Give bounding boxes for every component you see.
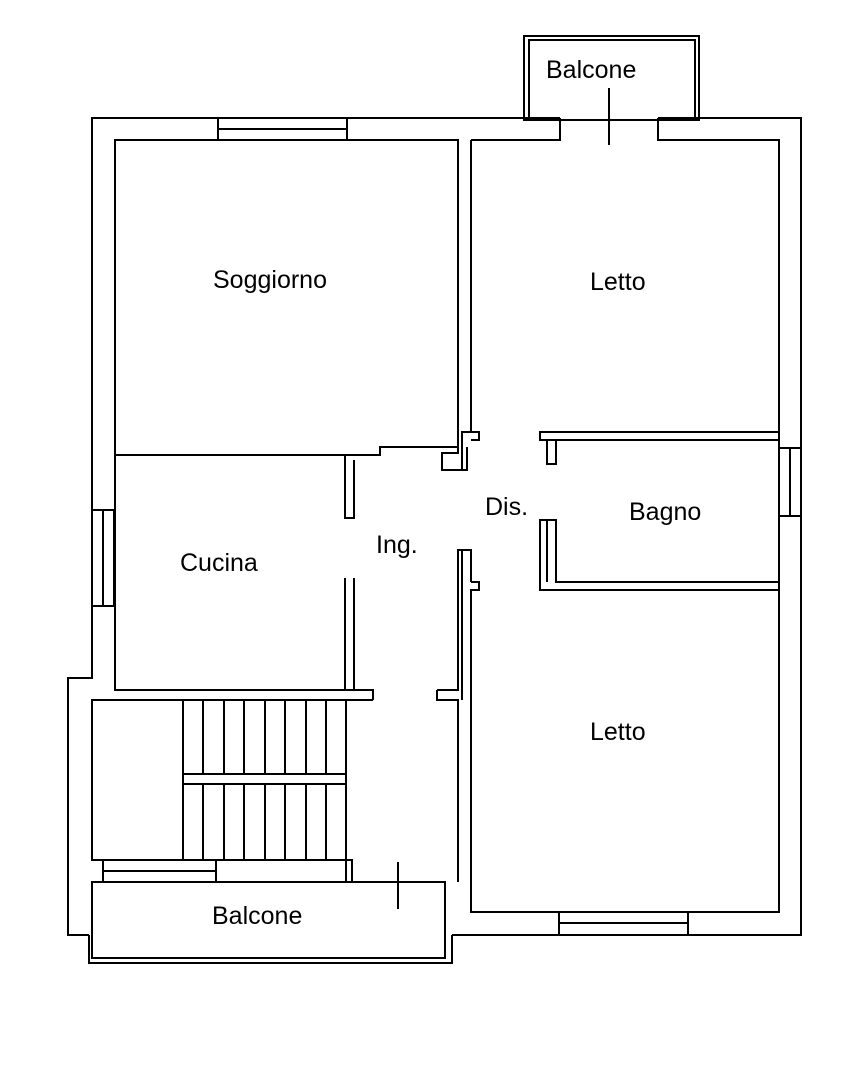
room-soggiorno-outline xyxy=(114,139,459,456)
window-bagno xyxy=(778,447,802,517)
label-letto-top: Letto xyxy=(590,268,646,296)
room-letto-top-outline xyxy=(461,140,480,471)
label-soggiorno: Soggiorno xyxy=(213,266,327,294)
label-balcone-top: Balcone xyxy=(546,56,636,84)
wall-soggiorno-door xyxy=(441,447,468,471)
label-dis: Dis. xyxy=(485,493,528,521)
window-soggiorno xyxy=(217,117,348,141)
label-ing: Ing. xyxy=(376,531,418,559)
outer-wall xyxy=(67,117,802,936)
room-cucina-outline xyxy=(114,454,374,700)
window-stairs xyxy=(102,859,353,883)
staircase xyxy=(91,699,347,861)
wall-letto-bottom-door xyxy=(462,549,472,912)
wall-ingresso xyxy=(92,549,462,882)
label-letto-bottom: Letto xyxy=(590,718,646,746)
label-cucina: Cucina xyxy=(180,549,258,577)
label-balcone-bottom: Balcone xyxy=(212,902,302,930)
window-letto-bottom xyxy=(558,911,689,936)
balcony-top xyxy=(523,35,700,121)
label-bagno: Bagno xyxy=(629,498,701,526)
window-cucina xyxy=(91,509,115,607)
wall-letto-door-right xyxy=(539,432,557,465)
balcony-bottom xyxy=(88,881,453,964)
room-bagno-outline xyxy=(539,439,780,591)
wall-letto-bagno xyxy=(539,431,780,441)
